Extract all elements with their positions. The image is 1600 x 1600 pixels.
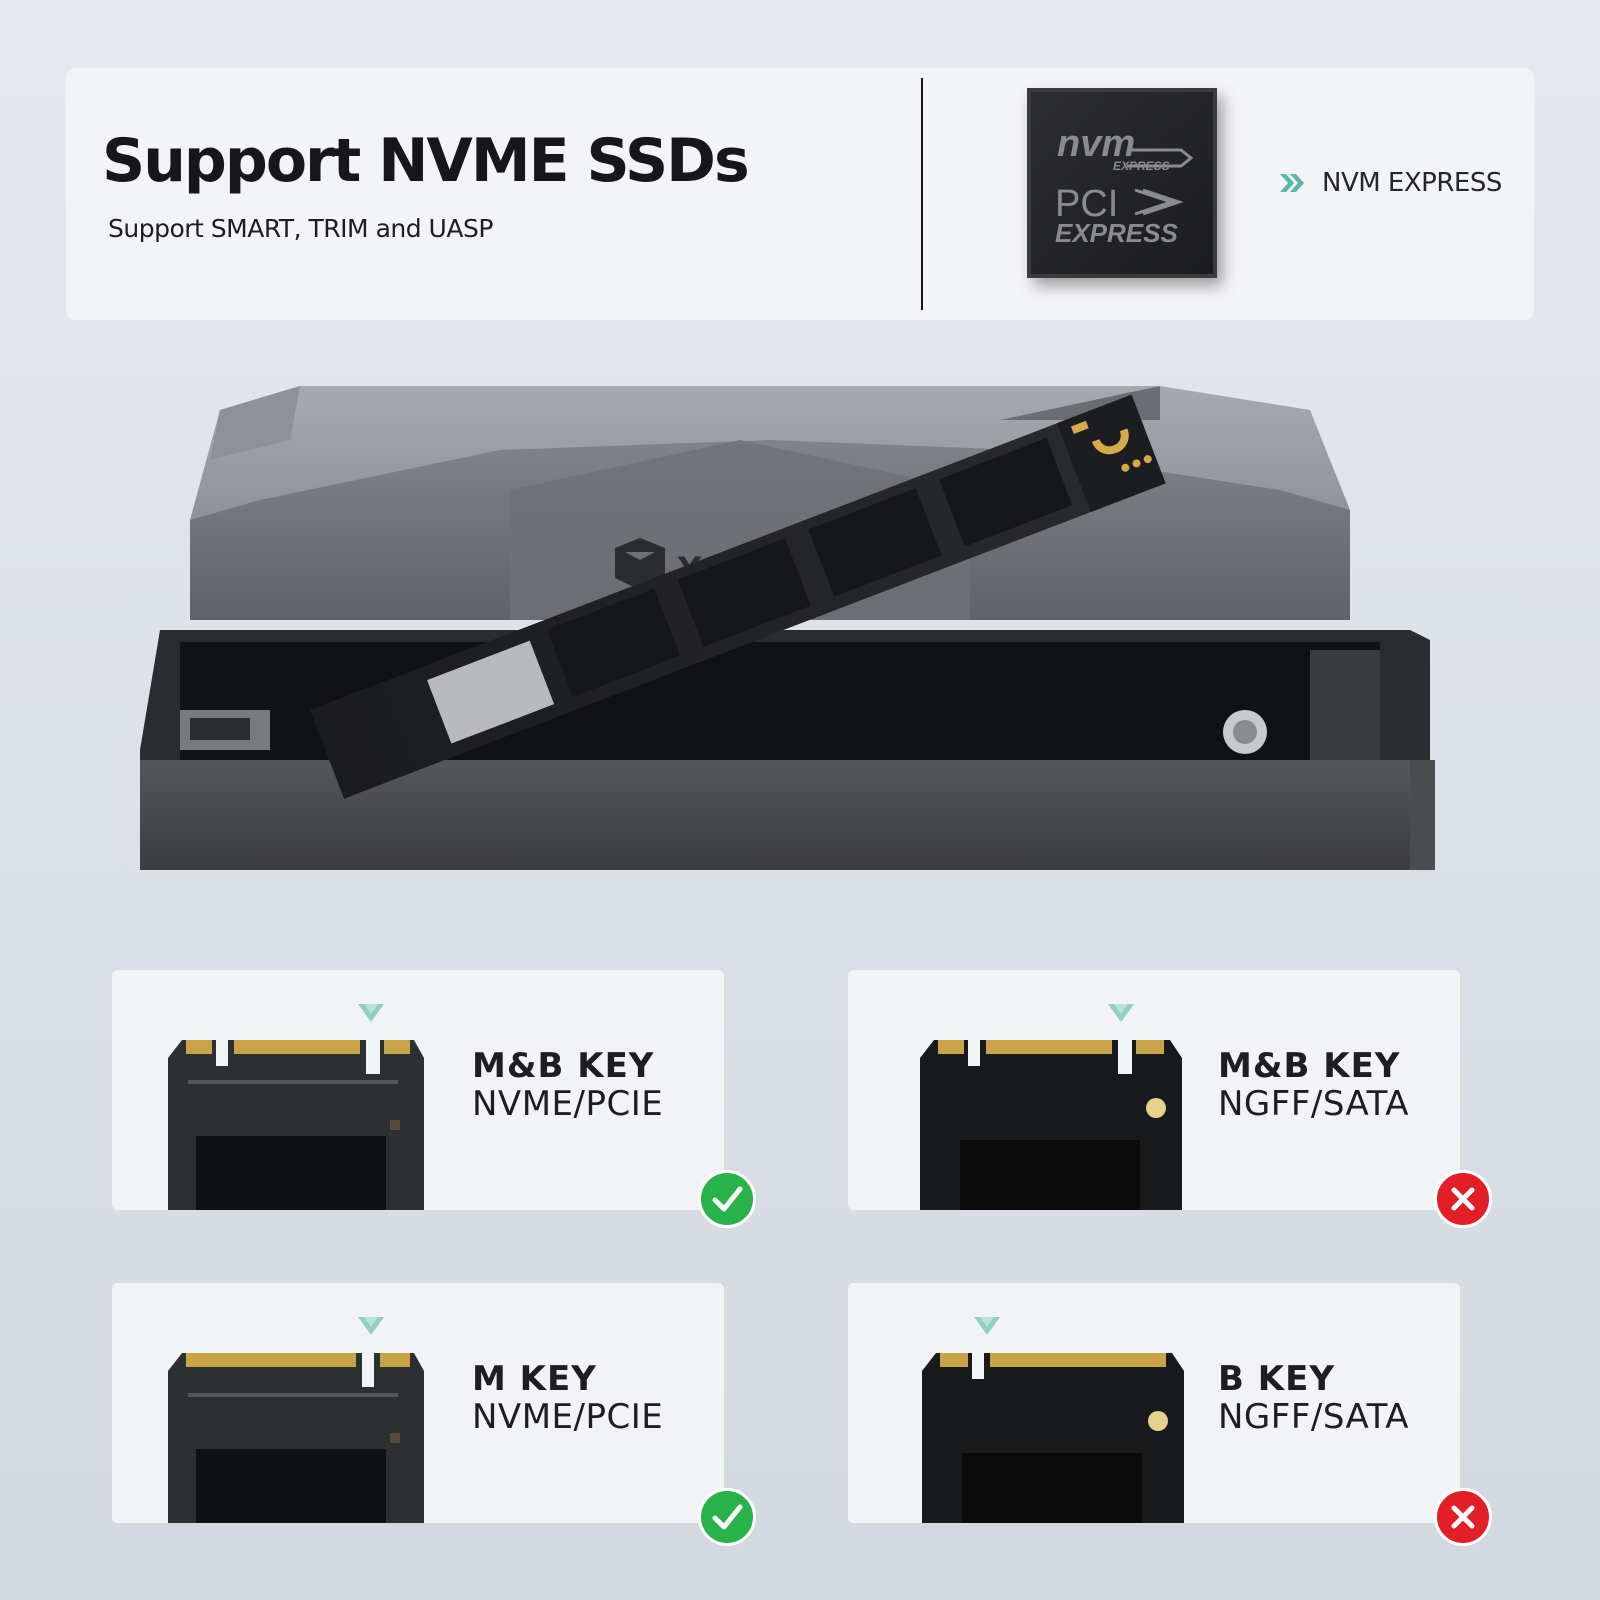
svg-text:EXPRESS: EXPRESS	[1055, 218, 1178, 248]
triangle-pointer-icon	[974, 1317, 1000, 1335]
check-circle-icon	[698, 1488, 756, 1546]
key-title: B KEY	[1218, 1359, 1335, 1399]
page-subtitle: Support SMART, TRIM and UASP	[108, 214, 493, 243]
key-protocol: NGFF/SATA	[1218, 1397, 1410, 1437]
triangle-pointer-icon	[358, 1004, 384, 1022]
compat-card-mb-key-nvme: M&B KEY NVME/PCIE	[112, 970, 724, 1210]
header-panel: Support NVME SSDs Support SMART, TRIM an…	[66, 68, 1534, 320]
x-circle-icon	[1434, 1170, 1492, 1228]
key-protocol: NVME/PCIE	[472, 1397, 664, 1437]
nvm-express-chip-icon: nvm EXPRESS PCI EXPRESS	[1027, 88, 1217, 278]
triangle-pointer-icon	[358, 1317, 384, 1335]
key-title: M KEY	[472, 1359, 597, 1399]
brand-logo-icon	[615, 538, 665, 590]
compat-card-mb-key-sata: M&B KEY NGFF/SATA	[848, 970, 1460, 1210]
svg-text:EXPRESS: EXPRESS	[1113, 159, 1170, 173]
double-chevron-icon	[1280, 174, 1304, 192]
m2-pcb-b-key-icon	[922, 1353, 1184, 1523]
svg-text:nvm: nvm	[1057, 123, 1135, 165]
key-title: M&B KEY	[1218, 1046, 1401, 1086]
check-circle-icon	[698, 1170, 756, 1228]
m2-pcb-mb-key-icon	[168, 1040, 424, 1210]
svg-text:PCI: PCI	[1055, 183, 1118, 225]
triangle-pointer-icon	[1108, 1004, 1134, 1022]
vertical-divider	[921, 78, 923, 310]
m2-pcb-m-key-icon	[168, 1353, 424, 1523]
x-circle-icon	[1434, 1488, 1492, 1546]
page-title: Support NVME SSDs	[102, 126, 750, 196]
ssd-enclosure-image: Yottamast	[120, 380, 1470, 900]
compat-card-m-key-nvme: M KEY NVME/PCIE	[112, 1283, 724, 1523]
compat-card-b-key-sata: B KEY NGFF/SATA	[848, 1283, 1460, 1523]
spec-label: NVM EXPRESS	[1322, 168, 1502, 198]
spec-row: NVM EXPRESS	[1278, 168, 1502, 198]
key-protocol: NGFF/SATA	[1218, 1084, 1410, 1124]
key-protocol: NVME/PCIE	[472, 1084, 664, 1124]
key-title: M&B KEY	[472, 1046, 655, 1086]
m2-pcb-mb-key-icon	[920, 1040, 1182, 1210]
